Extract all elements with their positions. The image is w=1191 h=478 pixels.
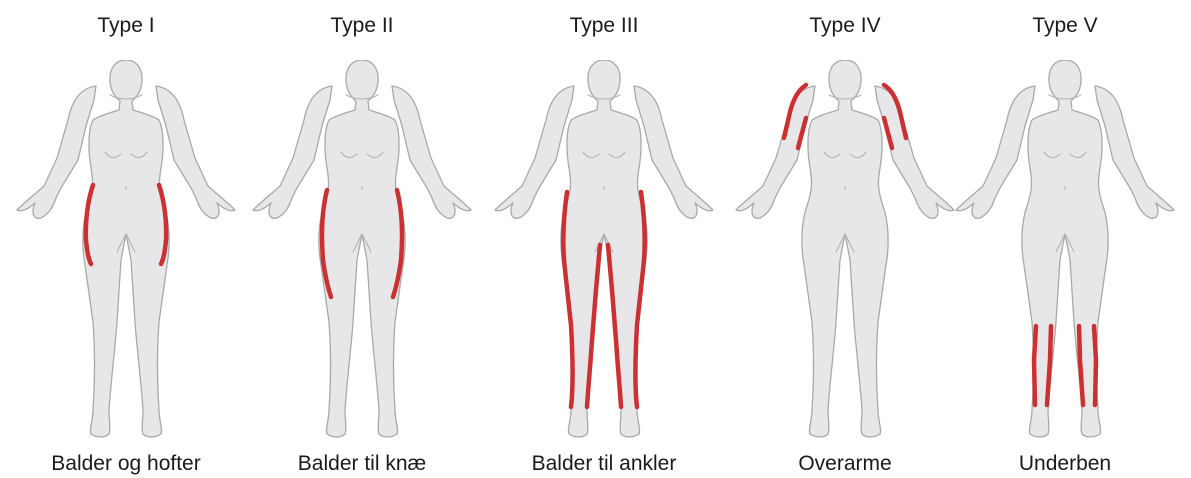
type-3-panel: Type III Balder til ankler: [485, 0, 723, 478]
type-1-label: Type I: [7, 14, 245, 38]
type-4-panel: Type IV Overarme: [726, 0, 964, 478]
type-3-caption: Balder til ankler: [485, 452, 723, 476]
type-1-panel: Type I Balder og hofter: [7, 0, 245, 478]
type-5-body-figure: [948, 60, 1182, 444]
type-4-label: Type IV: [726, 14, 964, 38]
type-4-body-figure: [728, 60, 962, 444]
type-1-body-figure: [9, 60, 243, 444]
type-2-panel: Type II Balder til knæ: [243, 0, 481, 478]
type-5-label: Type V: [946, 14, 1184, 38]
type-5-caption: Underben: [946, 452, 1184, 476]
type-3-body-figure: [487, 60, 721, 444]
type-3-label: Type III: [485, 14, 723, 38]
type-2-body-figure: [245, 60, 479, 444]
type-2-label: Type II: [243, 14, 481, 38]
type-1-caption: Balder og hofter: [7, 452, 245, 476]
type-2-caption: Balder til knæ: [243, 452, 481, 476]
type-4-caption: Overarme: [726, 452, 964, 476]
type-5-panel: Type V Underben: [946, 0, 1184, 478]
